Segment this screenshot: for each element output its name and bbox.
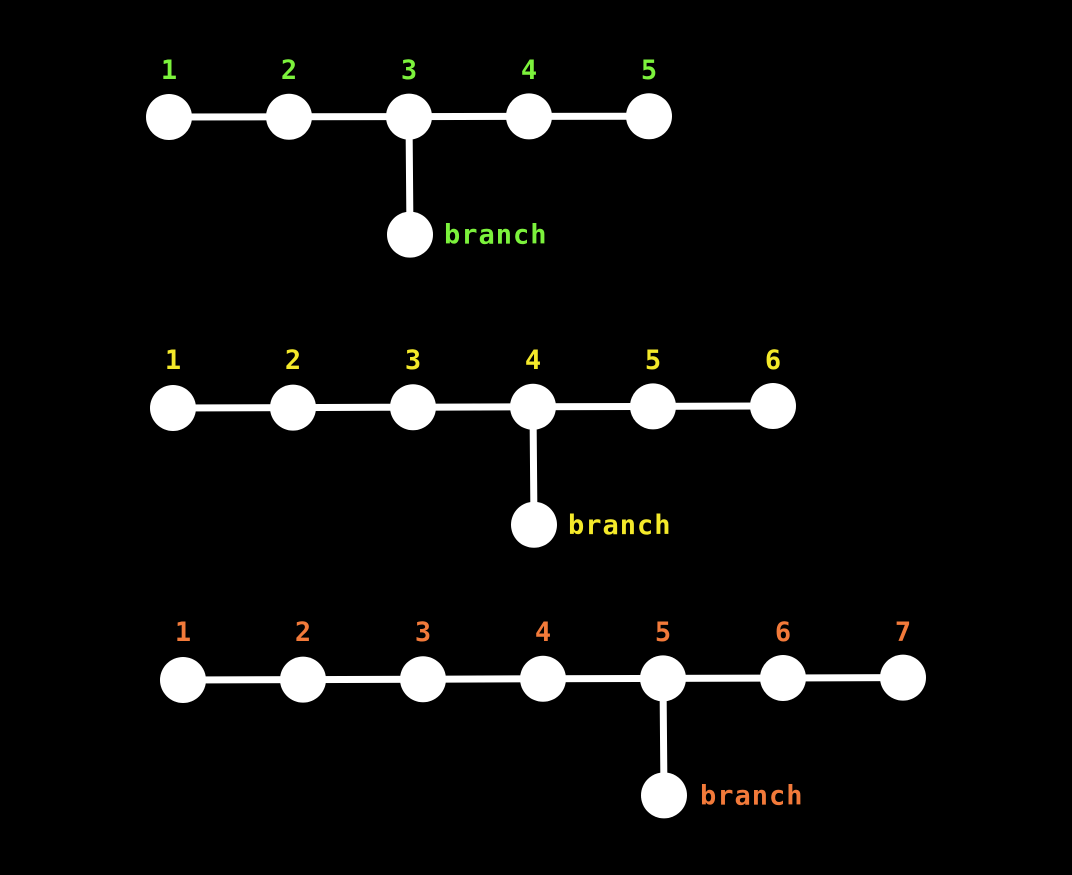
node-label: 5 xyxy=(645,345,661,376)
chain-node xyxy=(146,94,192,140)
chain-node xyxy=(266,93,312,140)
chain-node xyxy=(760,655,806,701)
node-label: 2 xyxy=(285,345,301,376)
branch-label: branch xyxy=(568,510,672,541)
node-label: 4 xyxy=(521,55,537,86)
node-label: 1 xyxy=(165,345,181,376)
chain-node xyxy=(520,655,566,702)
branch-node xyxy=(387,211,433,258)
branch-label: branch xyxy=(700,780,804,811)
node-label: 1 xyxy=(175,617,191,648)
chain-2: 1 2 3 4 5 6 branch xyxy=(150,345,796,548)
chain-node xyxy=(630,383,676,430)
node-label: 5 xyxy=(641,55,657,86)
chain-node xyxy=(506,93,552,140)
node-label: 3 xyxy=(405,345,421,376)
node-label: 7 xyxy=(895,617,911,648)
chain-node xyxy=(150,385,196,431)
chain-node xyxy=(386,93,432,140)
node-label: 2 xyxy=(295,617,311,648)
node-label: 3 xyxy=(415,617,431,648)
node-label: 3 xyxy=(401,55,417,86)
chain-3: 1 2 3 4 5 6 7 branch xyxy=(160,617,926,819)
node-label: 6 xyxy=(765,345,781,376)
chain-node xyxy=(390,384,436,431)
chain-node xyxy=(750,383,796,429)
chain-node xyxy=(400,656,446,703)
chain-node xyxy=(880,654,926,701)
chain-1: 1 2 3 4 5 branch xyxy=(146,55,672,258)
chain-node xyxy=(510,383,556,430)
node-label: 5 xyxy=(655,617,671,648)
chain-node xyxy=(280,656,326,703)
node-label: 4 xyxy=(535,617,551,648)
chain-node xyxy=(640,655,686,702)
branch-node xyxy=(641,772,687,819)
chain-node xyxy=(626,93,672,140)
chain-node xyxy=(270,384,316,431)
node-label: 6 xyxy=(775,617,791,648)
chain-node xyxy=(160,657,206,703)
branch-node xyxy=(511,501,557,548)
branch-label: branch xyxy=(444,220,548,251)
node-label: 1 xyxy=(161,55,177,86)
node-label: 4 xyxy=(525,345,541,376)
node-label: 2 xyxy=(281,55,297,86)
